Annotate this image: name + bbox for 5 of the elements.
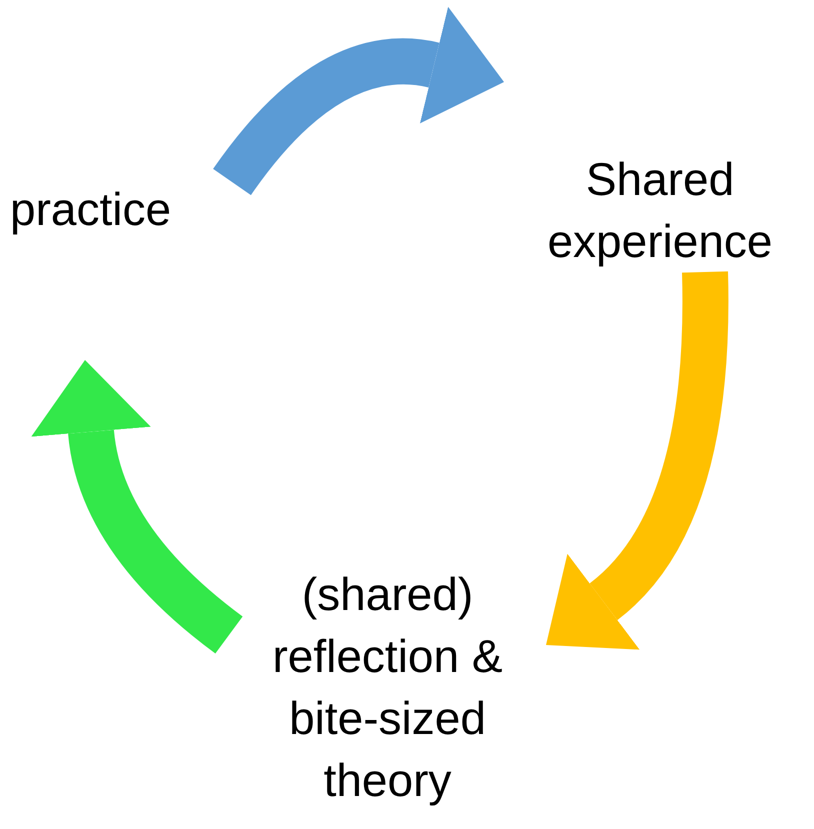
node-text: (shared) reflection & bite-sized theory [271,567,504,808]
curved-arrow [548,272,728,648]
curved-arrow [31,360,244,654]
node-text: Shared experience [546,152,774,269]
node-text: practice [10,182,172,237]
